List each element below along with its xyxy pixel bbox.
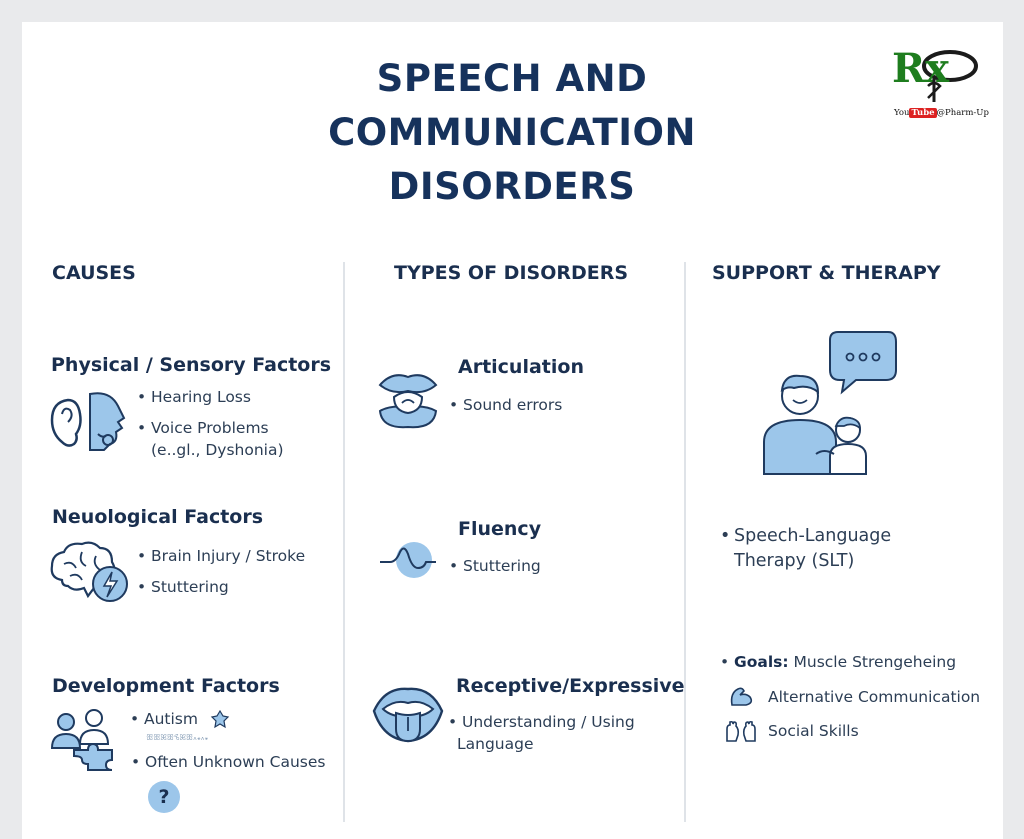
goals-item-social-skills: Social Skills <box>768 722 859 740</box>
types-heading: TYPES OF DISORDERS <box>394 262 629 284</box>
wave-icon <box>380 542 436 578</box>
svg-text:Rx: Rx <box>892 45 950 92</box>
receptive-item: •Understanding / Using <box>448 713 635 731</box>
column-divider-left <box>343 262 345 822</box>
articulation-title: Articulation <box>458 356 584 378</box>
cause-item-unknown: •Often Unknown Causes <box>131 753 326 771</box>
cause-item-brain-injury: •Brain Injury / Stroke <box>137 547 306 565</box>
receptive-expressive-title: Receptive/Expressive <box>456 675 685 697</box>
therapy-item-cont: Therapy (SLT) <box>734 551 855 571</box>
receptive-item-cont: Language <box>457 735 534 753</box>
development-factors-title: Development Factors <box>52 675 280 697</box>
cause-item-voice-problems: •Voice Problems <box>137 419 269 437</box>
support-heading: SUPPORT & THERAPY <box>712 262 941 284</box>
therapist-child-icon <box>763 331 897 475</box>
lips-icon <box>378 374 438 429</box>
cause-item-voice-example: (e..gl., Dyshonia) <box>151 441 284 459</box>
physical-factors-title: Physical / Sensory Factors <box>51 354 332 376</box>
fluency-title: Fluency <box>458 518 542 540</box>
goals-item-muscle: •Goals: Muscle Strengeheing <box>720 653 957 671</box>
therapy-item: •Speech-Language <box>720 526 892 546</box>
mouth-tongue-icon <box>372 687 444 743</box>
articulation-item: •Sound errors <box>449 396 563 414</box>
goals-item-alt-communication: Alternative Communication <box>768 688 981 706</box>
column-divider-right <box>684 262 686 822</box>
cause-item-hearing-loss: •Hearing Loss <box>137 388 251 406</box>
pharm-up-logo-icon: Rx <box>892 45 978 102</box>
people-puzzle-icon <box>50 709 113 771</box>
question-mark-icon: ? <box>148 781 180 813</box>
flexed-arm-icon <box>730 687 753 706</box>
brain-lightning-icon <box>50 541 128 602</box>
neurological-factors-title: Neuological Factors <box>52 506 264 528</box>
faint-caption: ꕥꕥꕤꕥꕦꕤꕥ꘍꘎꘍꘎ <box>146 733 209 742</box>
hands-icon <box>726 720 756 742</box>
ear-profile-icon <box>50 392 126 451</box>
page-title: SPEECH AND COMMUNICATION DISORDERS <box>328 57 696 208</box>
fluency-item: •Stuttering <box>449 557 541 575</box>
cause-item-autism: •Autism <box>130 710 198 728</box>
cause-item-stuttering: •Stuttering <box>137 578 229 596</box>
autism-ribbon-icon <box>210 709 230 729</box>
causes-heading: CAUSES <box>52 262 136 284</box>
